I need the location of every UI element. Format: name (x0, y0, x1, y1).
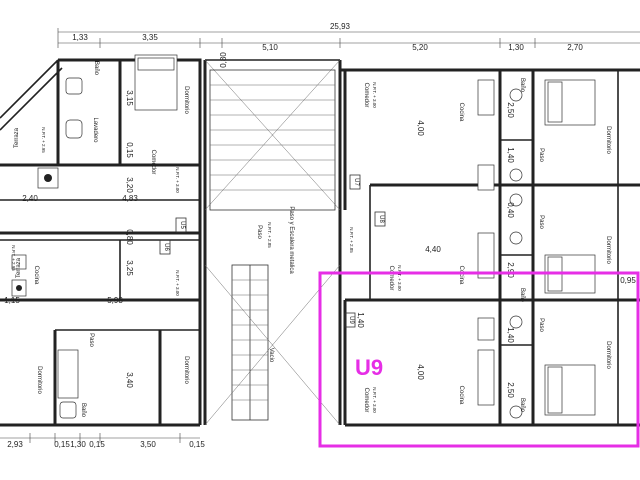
walls (0, 58, 640, 427)
dim-bottom-6: 0,15 (189, 440, 205, 449)
dim-top-7: 2,70 (567, 43, 583, 52)
dim-483: 4,83 (122, 194, 138, 203)
label-comedor-1: Comedor (150, 150, 156, 175)
label-cocina-1: Cocina (33, 266, 39, 285)
dim-015: 0,15 (125, 142, 134, 158)
level-left-1: N.P.T. + 3.00 (175, 167, 180, 193)
dim-095: 0,95 (620, 276, 636, 285)
label-terraza-2: Terraza (16, 257, 22, 278)
label-dormitorio-1: Dormitorio (183, 86, 189, 114)
level-left-2: N.P.T. + 3.00 (175, 270, 180, 296)
dim-top-4: 5,10 (262, 43, 278, 52)
label-cocina-r3: Cocina (458, 386, 464, 405)
dim-440: 4,40 (425, 245, 441, 254)
dim-080: 0,80 (125, 229, 134, 245)
dim-bottom-4: 0,15 (89, 440, 105, 449)
dim-040: 0,40 (506, 202, 515, 218)
dim-325: 3,25 (125, 260, 134, 276)
label-dormitorio-2: Dormitorio (36, 366, 42, 394)
dim-140b: 1,40 (506, 327, 515, 343)
stair-area: Vacio Paso y Escalera metalica Paso N.P.… (204, 59, 341, 426)
level-r1: N.P.T. + 3.00 (372, 82, 377, 108)
dim-340: 3,40 (125, 372, 134, 388)
unit-tag-u9: U9 (348, 316, 354, 324)
dim-bottom-5: 3,50 (140, 440, 156, 449)
level-r4: N.P.T. + 2.85 (349, 227, 354, 253)
dim-315: 3,15 (125, 90, 134, 106)
unit-tag-u5: U5 (179, 221, 185, 229)
level-left-3: N.P.T. + 2.95 (41, 127, 46, 153)
level-center: N.P.T. + 2.85 (267, 222, 272, 248)
dim-overall: 25,93 (330, 22, 351, 31)
label-dormitorio-r3: Dormitorio (605, 341, 611, 369)
label-bano-r2: Baño (519, 288, 525, 303)
label-dormitorio-r2: Dormitorio (605, 236, 611, 264)
dim-top-2: 3,35 (142, 33, 158, 42)
label-paso-center: Paso (256, 225, 262, 239)
dim-top-5: 5,20 (412, 43, 428, 52)
label-terraza-1: Terraza (14, 127, 20, 148)
dim-top-1: 1,33 (72, 33, 88, 42)
bottom-dimensions: 2,93 0,15 1,30 0,15 3,50 0,15 (0, 433, 205, 449)
label-paso-left: Paso (88, 333, 94, 347)
label-lavadero: Lavadero (92, 117, 98, 143)
dim-250a: 2,50 (506, 102, 515, 118)
label-dormitorio-3: Dormitorio (183, 356, 189, 384)
dim-140a: 1,40 (506, 147, 515, 163)
label-comedor-r1: Comedor (363, 83, 369, 108)
label-vacio: Vacio (268, 348, 274, 363)
dim-250b: 2,50 (506, 382, 515, 398)
u9-highlight: U9 (318, 271, 640, 448)
dim-bottom-3: 1,30 (70, 440, 86, 449)
level-left-4: N.P.T. + 2.95 (11, 245, 16, 271)
dim-bottom-2: 0,15 (54, 440, 70, 449)
label-bano-r1: Baño (519, 78, 525, 93)
dim-top-6: 1,30 (508, 43, 524, 52)
label-bano-1: Baño (93, 61, 99, 76)
label-paso-r1: Paso (538, 148, 544, 162)
dim-290: 2,90 (506, 262, 515, 278)
label-bano-r3: Baño (519, 398, 525, 413)
label-comedor-r2: Comedor (388, 266, 394, 291)
dim-bottom-1: 2,93 (7, 440, 23, 449)
label-cocina-r2: Cocina (458, 266, 464, 285)
unit-tag-u6: U6 (163, 243, 169, 251)
level-r2: N.P.T. + 3.00 (397, 265, 402, 291)
label-dormitorio-r1: Dormitorio (605, 126, 611, 154)
unit-tag-u7: U7 (353, 178, 359, 186)
dim-400b: 4,00 (416, 364, 425, 380)
left-block: Baño Dormitorio Comedor Lavadero Terraza… (4, 54, 189, 419)
unit-tag-u8: U8 (378, 215, 384, 223)
label-bano-2: Baño (80, 403, 86, 418)
dim-320: 3,20 (125, 177, 134, 193)
dim-115: 1,15 (4, 296, 20, 305)
label-comedor-r3: Comedor (363, 388, 369, 413)
dim-240: 2,40 (22, 194, 38, 203)
right-block: Comedor Cocina Baño Dormitorio Paso Come… (344, 78, 636, 419)
dim-140c: 1,40 (356, 312, 365, 328)
dim-593: 5,93 (107, 296, 123, 305)
u9-label: U9 (355, 355, 383, 380)
label-paso-r3: Paso (538, 318, 544, 332)
label-paso-r2: Paso (538, 215, 544, 229)
dim-400a: 4,00 (416, 120, 425, 136)
label-cocina-r1: Cocina (458, 103, 464, 122)
level-r3: N.P.T. + 3.00 (372, 387, 377, 413)
label-escalera: Paso y Escalera metalica (288, 206, 294, 274)
